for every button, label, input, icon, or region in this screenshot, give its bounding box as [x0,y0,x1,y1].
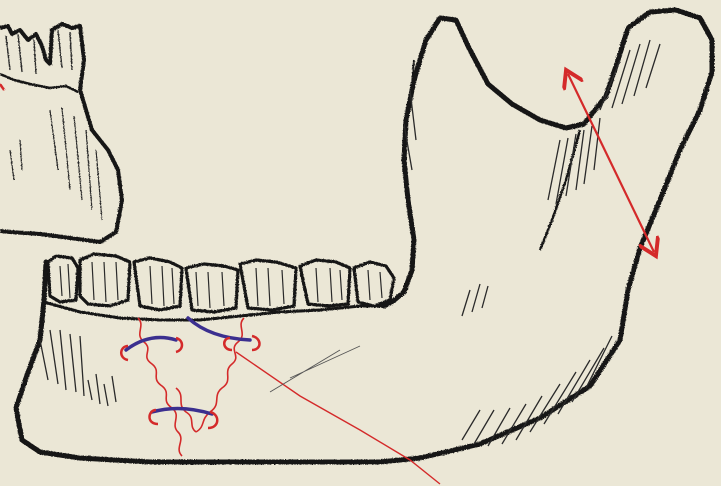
mandible-drawing [0,0,721,486]
illustration-canvas [0,0,721,486]
